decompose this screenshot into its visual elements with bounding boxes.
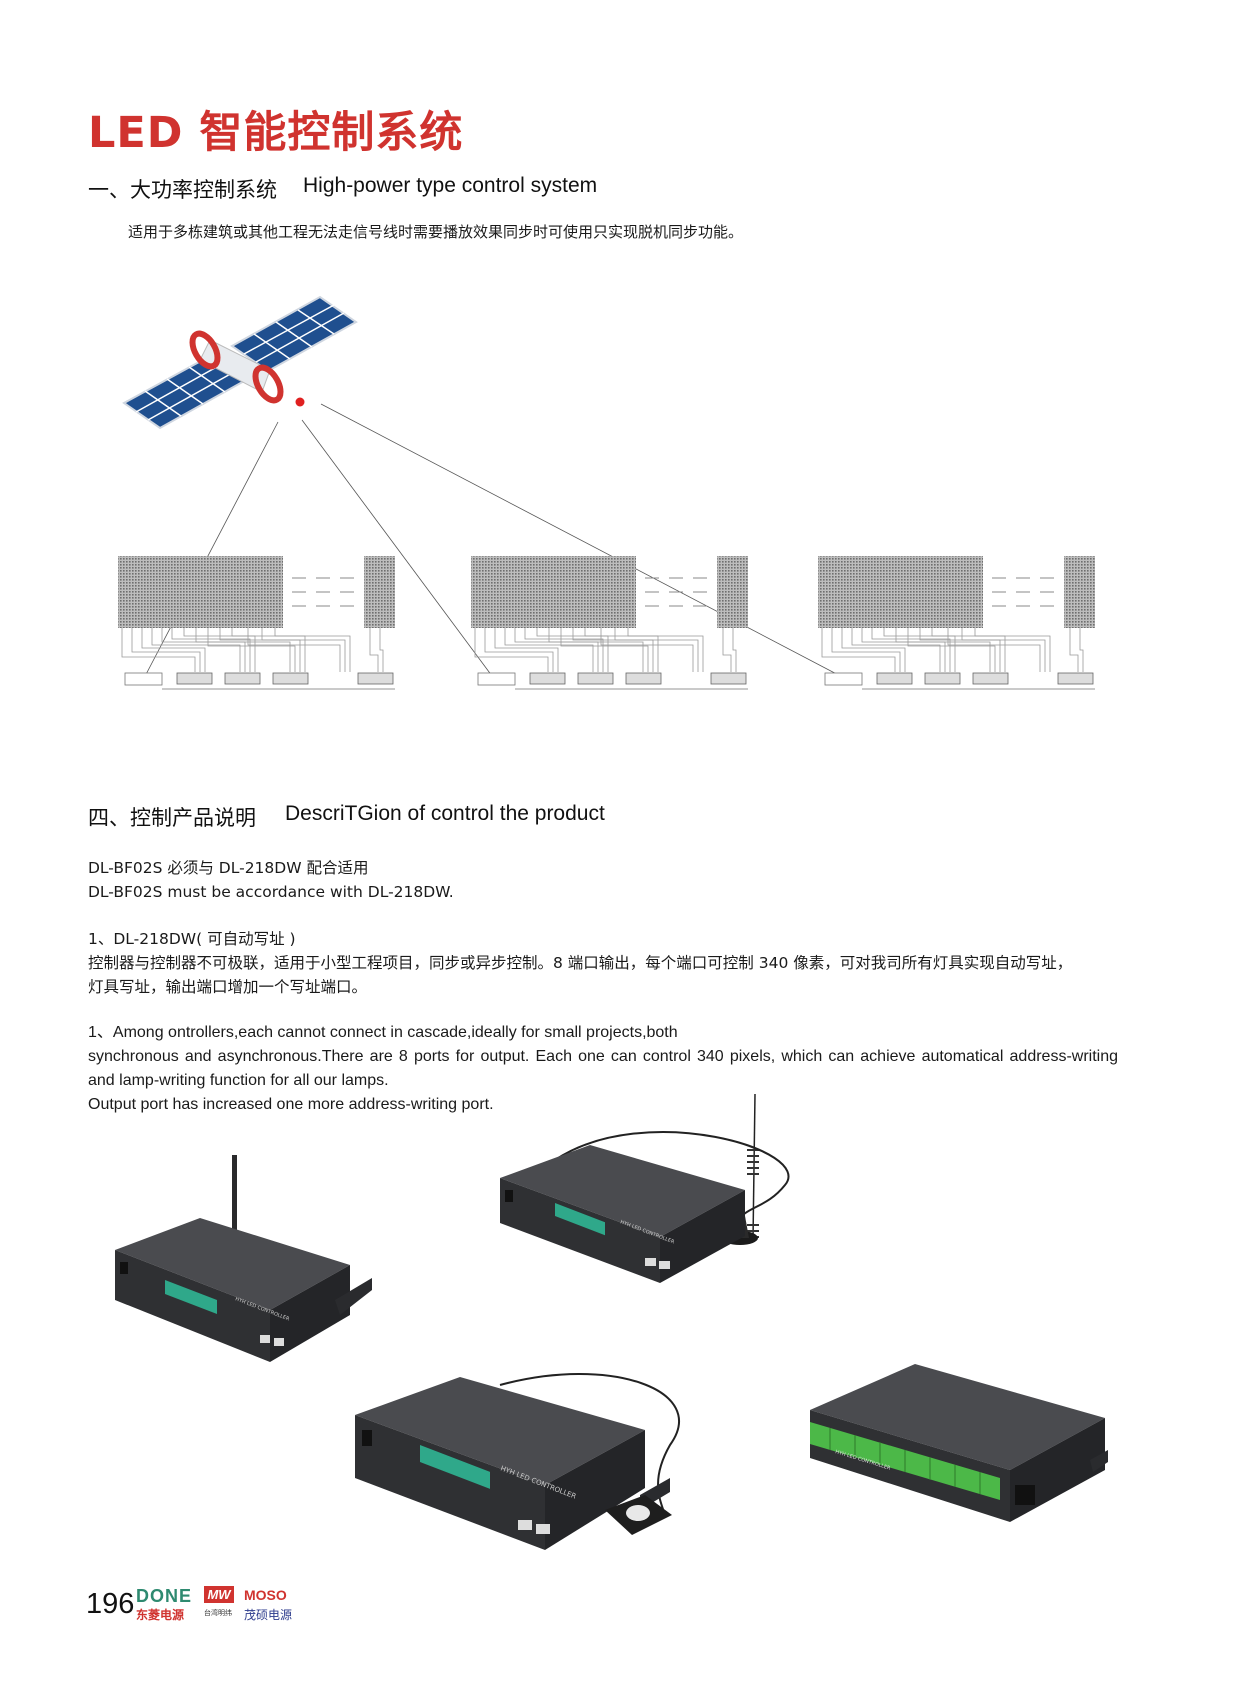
- meanwell-logo-cn: 台湾明纬: [204, 1609, 232, 1617]
- controller-wifi-antenna-image: HYH LED CONTROLLER: [115, 1155, 372, 1362]
- item1-en-line3: Output port has increased one more addre…: [88, 1096, 494, 1113]
- item1-en-line2: synchronous and asynchronous.There are 8…: [88, 1048, 1118, 1089]
- controller-coil-antenna-image: HYH LED CONTROLLER: [500, 1093, 790, 1283]
- section1-heading-cn: 一、大功率控制系统: [88, 178, 277, 202]
- item1-en-paragraph: 1、Among ontrollers,each cannot connect i…: [88, 1021, 1118, 1117]
- done-logo-cn: 东菱电源: [136, 1608, 185, 1622]
- satellite-icon: [122, 295, 358, 430]
- item1-title: 1、DL-218DW( 可自动写址 ): [88, 930, 296, 948]
- section4-heading-en: DescriTGion of control the product: [285, 802, 605, 825]
- compat-cn: DL-BF02S 必须与 DL-218DW 配合适用: [88, 859, 369, 877]
- footer: 196 DONE 东菱电源 MW 台湾明纬 MOSO 茂硕电源: [86, 1586, 386, 1626]
- section1-description: 适用于多栋建筑或其他工程无法走信号线时需要播放效果同步时可使用只实现脱机同步功能…: [128, 223, 744, 241]
- item1-cn-line1: 控制器与控制器不可极联，适用于小型工程项目，同步或异步控制。8 端口输出，每个端…: [88, 954, 1073, 972]
- meanwell-logo: MW: [204, 1586, 234, 1603]
- controller-terminal-block-image: HYH LED CONTROLLER: [810, 1364, 1108, 1522]
- satellite-sync-diagram: [118, 295, 1096, 690]
- section1-heading-en: High-power type control system: [303, 174, 598, 197]
- led-screen-group: [118, 556, 395, 690]
- controller-light-sensor-image: HYH LED CONTROLLER: [355, 1373, 680, 1550]
- page-number: 196: [86, 1588, 135, 1620]
- page-title: LED 智能控制系统: [88, 108, 464, 158]
- section4-heading-cn: 四、控制产品说明: [88, 806, 256, 830]
- compat-en: DL-BF02S must be accordance with DL-218D…: [88, 883, 454, 901]
- moso-logo: MOSO: [244, 1587, 287, 1603]
- moso-logo-cn: 茂硕电源: [244, 1608, 293, 1622]
- done-logo: DONE: [136, 1586, 193, 1606]
- signal-lines: [141, 403, 849, 683]
- item1-en-line1: 1、Among ontrollers,each cannot connect i…: [88, 1024, 678, 1041]
- section1-heading: 一、大功率控制系统 High-power type control system: [88, 174, 597, 204]
- item1-cn-line2: 灯具写址，输出端口增加一个写址端口。: [88, 978, 368, 996]
- section4-heading: 四、控制产品说明 DescriTGion of control the prod…: [88, 802, 605, 832]
